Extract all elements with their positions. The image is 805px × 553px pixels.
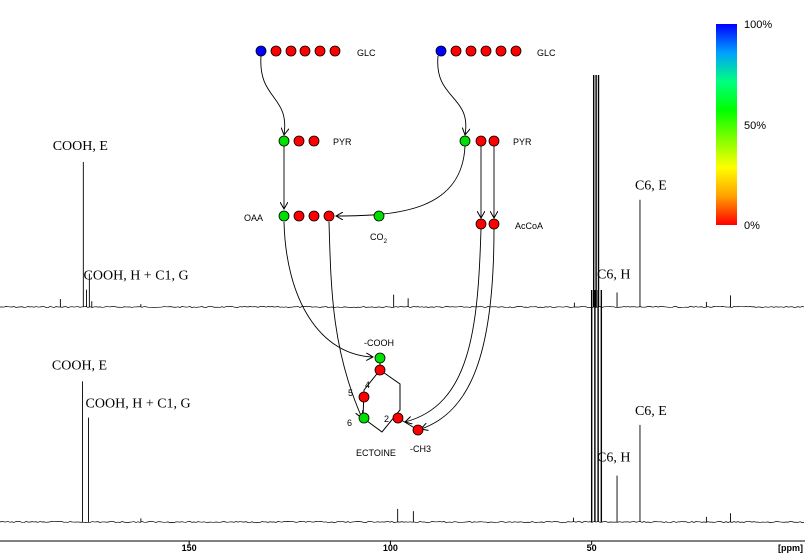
pyr-right-carbon-circle: [488, 135, 500, 147]
pathway-arrows: [260, 55, 495, 429]
ectoine-position-2: 2: [384, 414, 389, 424]
x-tick-label: 100: [383, 543, 398, 553]
ectoine-position-5: 5: [348, 388, 353, 398]
x-axis-label: [ppm]: [778, 543, 803, 553]
peak-label: COOH, H + C1, G: [84, 269, 189, 284]
ectoine-ring-bonds: [362, 369, 401, 433]
glc-left-carbon-circle: [329, 45, 341, 57]
pyr-left-carbon-circle: [278, 135, 290, 147]
ectoine-position-4: 4: [365, 380, 370, 390]
oaa-to-cooh-arrow: [283, 221, 373, 357]
oaa-carbon-circle: [278, 210, 290, 222]
pyr-right-label: PYR: [513, 137, 532, 147]
spectra-layer: [0, 75, 805, 523]
glc-left-carbon-circle: [299, 45, 311, 57]
glc-right-label: GLC: [537, 48, 556, 58]
co2-label-main: CO: [370, 232, 384, 242]
ectoine-c4-circle: [374, 364, 386, 376]
colorbar-legend: 100% 50% 0%: [716, 19, 772, 232]
oaa-carbon-circle: [308, 210, 320, 222]
accoa-label: AcCoA: [515, 221, 543, 231]
labeling-scheme: GLC GLC PYR PYR OAA CO2 AcCoA -COOH -CH3…: [244, 45, 556, 458]
x-tick-label: 150: [182, 543, 197, 553]
peak-label: C6, E: [635, 179, 667, 194]
peak-label: COOH, E: [53, 139, 108, 154]
colorbar-label-100: 100%: [744, 19, 772, 31]
glc-left-carbon-circle: [270, 45, 282, 57]
oaa-carbon-circle: [323, 210, 335, 222]
glc-left-carbon-circle: [255, 45, 267, 57]
glc-right-carbon-circle: [465, 45, 477, 57]
accoa-to-ch3-arrow: [421, 228, 495, 429]
accoa-carbon-circle: [475, 218, 487, 230]
x-tick-label: 50: [587, 543, 597, 553]
ectoine-c5-circle: [358, 391, 370, 403]
upper-spectrum: [0, 75, 805, 308]
upper-baseline: [0, 306, 805, 308]
lower-spectrum: [0, 290, 805, 523]
ectoine-label: ECTOINE: [356, 448, 396, 458]
glc-left-label: GLC: [357, 48, 376, 58]
oaa-to-c6-arrow: [328, 221, 362, 418]
ectoine-position-6: 6: [347, 418, 352, 428]
x-axis-ticks: 150 100 50: [182, 541, 597, 553]
pyr-left-carbon-circle: [308, 135, 320, 147]
glc-right-carbon-circle: [450, 45, 462, 57]
glc-right-carbon-circle: [510, 45, 522, 57]
peak-label: C6, H: [597, 268, 630, 283]
glc-left-carbon-circle: [285, 45, 297, 57]
co2-carbon-circle: [373, 210, 385, 222]
ectoine-cooh-circle: [374, 352, 386, 364]
lower-baseline: [0, 521, 805, 523]
cooh-label: -COOH: [364, 338, 394, 348]
molecule-circles: [255, 45, 522, 436]
glc-left-carbon-circle: [314, 45, 326, 57]
scheme-labels: GLC GLC PYR PYR OAA CO2 AcCoA -COOH -CH3…: [244, 48, 556, 458]
oaa-label: OAA: [244, 213, 263, 223]
colorbar-label-50: 50%: [744, 120, 766, 132]
ectoine-c6-circle: [358, 412, 370, 424]
pyr-left-carbon-circle: [293, 135, 305, 147]
co2-label-sub: 2: [384, 238, 388, 245]
accoa-to-c2-arrow: [405, 228, 482, 422]
pyr-to-co2-oaa-arrow: [336, 145, 466, 216]
glc-right-carbon-circle: [495, 45, 507, 57]
ch3-label: -CH3: [410, 444, 431, 454]
colorbar-gradient: [716, 24, 737, 225]
glc-right-carbon-circle: [435, 45, 447, 57]
peak-label: C6, H: [597, 451, 630, 466]
peak-label: C6, E: [635, 404, 667, 419]
oaa-carbon-circle: [293, 210, 305, 222]
colorbar-label-0: 0%: [744, 220, 760, 232]
accoa-carbon-circle: [488, 218, 500, 230]
pyr-left-label: PYR: [333, 137, 352, 147]
peak-label: COOH, E: [52, 358, 107, 373]
co2-label: CO2: [370, 232, 388, 245]
pyr-right-carbon-circle: [475, 135, 487, 147]
ectoine-c2-circle: [392, 412, 404, 424]
peak-label: COOH, H + C1, G: [86, 397, 191, 412]
ectoine-ch3-circle: [412, 424, 424, 436]
x-axis: 150 100 50 [ppm]: [0, 540, 805, 553]
glc-to-pyr-arrow-right: [437, 55, 466, 135]
peak-labels: COOH, E COOH, H + C1, G C6, H C6, E COOH, E C…: [52, 139, 667, 466]
glc-right-carbon-circle: [480, 45, 492, 57]
pyr-right-carbon-circle: [459, 135, 471, 147]
glc-to-pyr-arrow-left: [260, 55, 285, 135]
